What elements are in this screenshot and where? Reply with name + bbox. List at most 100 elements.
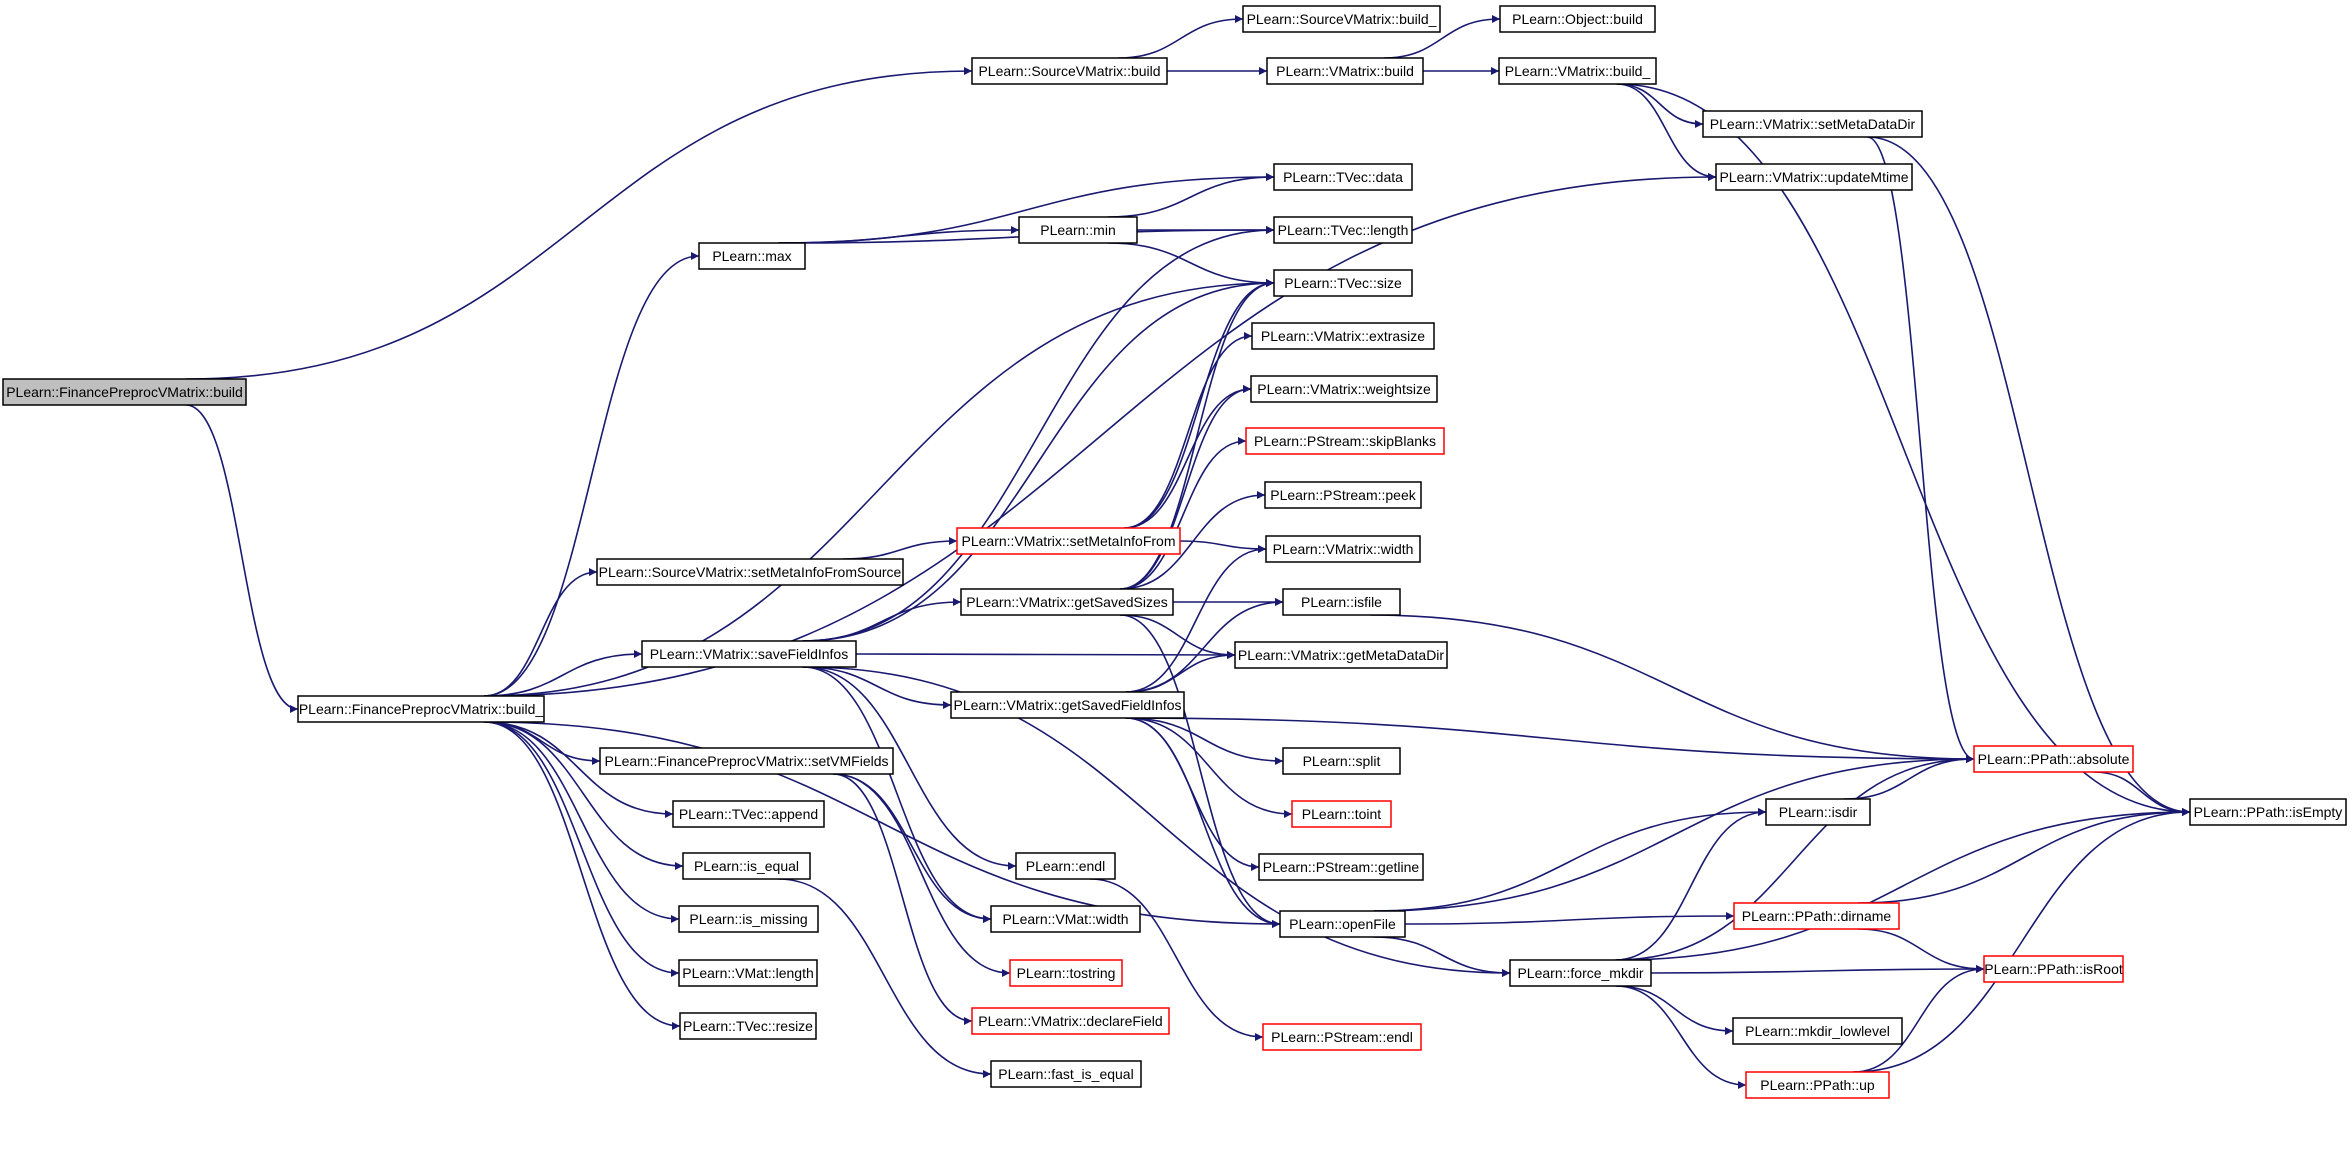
graph-node[interactable]: PLearn::min [1018,216,1138,244]
graph-node[interactable]: PLearn::SourceVMatrix::build [971,57,1168,85]
node-box[interactable] [1765,798,1871,826]
node-box[interactable] [599,747,894,775]
node-box[interactable] [1015,852,1116,880]
graph-node[interactable]: PLearn::VMatrix::getSavedFieldInfos [950,691,1185,719]
node-box[interactable] [679,1012,817,1040]
node-box[interactable] [990,905,1141,933]
node-box[interactable] [1973,745,2134,773]
node-box[interactable] [1018,216,1138,244]
graph-node[interactable]: PLearn::max [698,242,806,270]
graph-node[interactable]: PLearn::is_equal [682,852,811,880]
graph-node[interactable]: PLearn::isfile [1282,588,1401,616]
node-box[interactable] [1715,163,1913,191]
graph-node[interactable]: PLearn::FinancePreprocVMatrix::build [2,378,247,406]
graph-node[interactable]: PLearn::TVec::append [672,800,825,828]
node-box[interactable] [1266,57,1424,85]
graph-node[interactable]: PLearn::PPath::isEmpty [2189,798,2347,826]
node-box[interactable] [678,905,819,933]
node-box[interactable] [960,588,1174,616]
graph-node[interactable]: PLearn::openFile [1279,910,1406,938]
node-box[interactable] [1250,375,1438,403]
graph-node[interactable]: PLearn::PStream::peek [1264,481,1422,509]
graph-node[interactable]: PLearn::TVec::resize [679,1012,817,1040]
graph-node[interactable]: PLearn::SourceVMatrix::setMetaInfoFromSo… [596,558,904,586]
node-box[interactable] [1273,269,1413,297]
graph-node[interactable]: PLearn::mkdir_lowlevel [1732,1017,1903,1045]
graph-node[interactable]: PLearn::VMatrix::updateMtime [1715,163,1913,191]
node-box[interactable] [1273,216,1413,244]
node-box[interactable] [1258,853,1424,881]
graph-node[interactable]: PLearn::split [1282,747,1401,775]
node-box[interactable] [1282,747,1401,775]
graph-node[interactable]: PLearn::PPath::absolute [1973,745,2134,773]
graph-node[interactable]: PLearn::PStream::skipBlanks [1245,427,1445,455]
graph-node[interactable]: PLearn::is_missing [678,905,819,933]
graph-node[interactable]: PLearn::VMatrix::width [1265,535,1421,563]
node-box[interactable] [971,57,1168,85]
node-box[interactable] [1009,959,1123,987]
graph-node[interactable]: PLearn::FinancePreprocVMatrix::build_ [297,695,545,723]
node-box[interactable] [1264,481,1422,509]
graph-node[interactable]: PLearn::toint [1291,800,1392,828]
node-box[interactable] [2,378,247,406]
node-box[interactable] [2189,798,2347,826]
graph-node[interactable]: PLearn::PPath::up [1745,1071,1890,1099]
node-box[interactable] [297,695,545,723]
node-box[interactable] [1702,110,1923,138]
node-box[interactable] [1279,910,1406,938]
graph-node[interactable]: PLearn::force_mkdir [1509,959,1652,987]
graph-node[interactable]: PLearn::TVec::data [1273,163,1413,191]
node-box[interactable] [1983,955,2124,983]
node-box[interactable] [682,852,811,880]
node-box[interactable] [1732,1017,1903,1045]
node-box[interactable] [1262,1023,1422,1051]
node-box[interactable] [678,959,818,987]
graph-node[interactable]: PLearn::tostring [1009,959,1123,987]
graph-node[interactable]: PLearn::endl [1015,852,1116,880]
node-box[interactable] [1273,163,1413,191]
graph-node[interactable]: PLearn::VMatrix::weightsize [1250,375,1438,403]
node-box[interactable] [1251,322,1435,350]
graph-node[interactable]: PLearn::VMatrix::saveFieldInfos [641,640,857,668]
graph-node[interactable]: PLearn::VMatrix::setMetaDataDir [1702,110,1923,138]
node-box[interactable] [1242,5,1441,33]
node-box[interactable] [1245,427,1445,455]
node-box[interactable] [672,800,825,828]
node-box[interactable] [1498,57,1657,85]
graph-node[interactable]: PLearn::VMatrix::getMetaDataDir [1234,641,1448,669]
node-box[interactable] [596,558,904,586]
node-box[interactable] [950,691,1185,719]
node-box[interactable] [641,640,857,668]
graph-node[interactable]: PLearn::fast_is_equal [990,1060,1142,1088]
graph-node[interactable]: PLearn::VMat::length [678,959,818,987]
node-box[interactable] [1265,535,1421,563]
node-box[interactable] [1282,588,1401,616]
node-box[interactable] [1234,641,1448,669]
node-box[interactable] [1509,959,1652,987]
graph-node[interactable]: PLearn::FinancePreprocVMatrix::setVMFiel… [599,747,894,775]
graph-node[interactable]: PLearn::VMat::width [990,905,1141,933]
graph-node[interactable]: PLearn::VMatrix::build [1266,57,1424,85]
node-box[interactable] [698,242,806,270]
graph-node[interactable]: PLearn::Object::build [1499,5,1656,33]
node-box[interactable] [1745,1071,1890,1099]
graph-node[interactable]: PLearn::VMatrix::getSavedSizes [960,588,1174,616]
graph-node[interactable]: PLearn::PStream::getline [1258,853,1424,881]
node-box[interactable] [956,527,1181,555]
graph-node[interactable]: PLearn::PStream::endl [1262,1023,1422,1051]
node-box[interactable] [1499,5,1656,33]
graph-node[interactable]: PLearn::VMatrix::setMetaInfoFrom [956,527,1181,555]
graph-node[interactable]: PLearn::VMatrix::extrasize [1251,322,1435,350]
node-box[interactable] [971,1007,1170,1035]
graph-node[interactable]: PLearn::TVec::length [1273,216,1413,244]
graph-node[interactable]: PLearn::TVec::size [1273,269,1413,297]
node-box[interactable] [1733,902,1900,930]
graph-node[interactable]: PLearn::VMatrix::declareField [971,1007,1170,1035]
graph-node[interactable]: PLearn::VMatrix::build_ [1498,57,1657,85]
graph-node[interactable]: PLearn::SourceVMatrix::build_ [1242,5,1441,33]
node-box[interactable] [990,1060,1142,1088]
graph-node[interactable]: PLearn::PPath::isRoot [1983,955,2124,983]
graph-node[interactable]: PLearn::PPath::dirname [1733,902,1900,930]
graph-node[interactable]: PLearn::isdir [1765,798,1871,826]
node-box[interactable] [1291,800,1392,828]
